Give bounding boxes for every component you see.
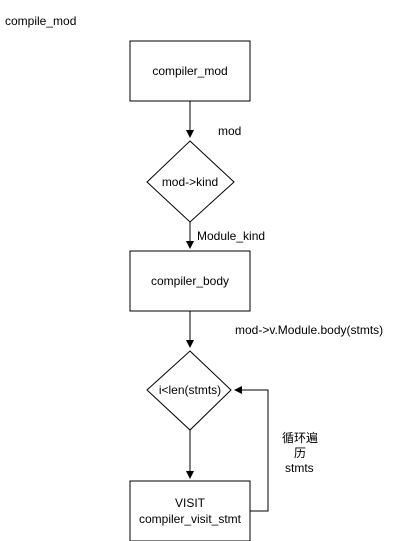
edge-label-loop-line2: 历: [294, 446, 307, 460]
edge-label-loop-line3: stmts: [285, 461, 314, 475]
diagram-title: compile_mod: [5, 14, 77, 28]
visit-box[interactable]: [129, 480, 251, 541]
mod-kind-label: mod->kind: [161, 175, 219, 189]
loop-condition-label: i<len(stmts): [158, 383, 222, 397]
compiler-mod-label: compiler_mod: [152, 64, 228, 78]
compiler-body-label: compiler_body: [150, 274, 230, 288]
edge-label-mod: mod: [218, 124, 242, 138]
edge-loop-back: [234, 386, 269, 512]
visit-label-line2: compiler_visit_stmt: [138, 512, 242, 526]
compiler-mod-box[interactable]: [129, 40, 251, 102]
visit-label-line1: VISIT: [174, 496, 205, 510]
edge-label-loop-line1: 循环遍: [282, 431, 319, 445]
edge-label-body-stmts: mod->v.Module.body(stmts): [235, 323, 384, 337]
edge-label-module-kind: Module_kind: [197, 229, 266, 243]
